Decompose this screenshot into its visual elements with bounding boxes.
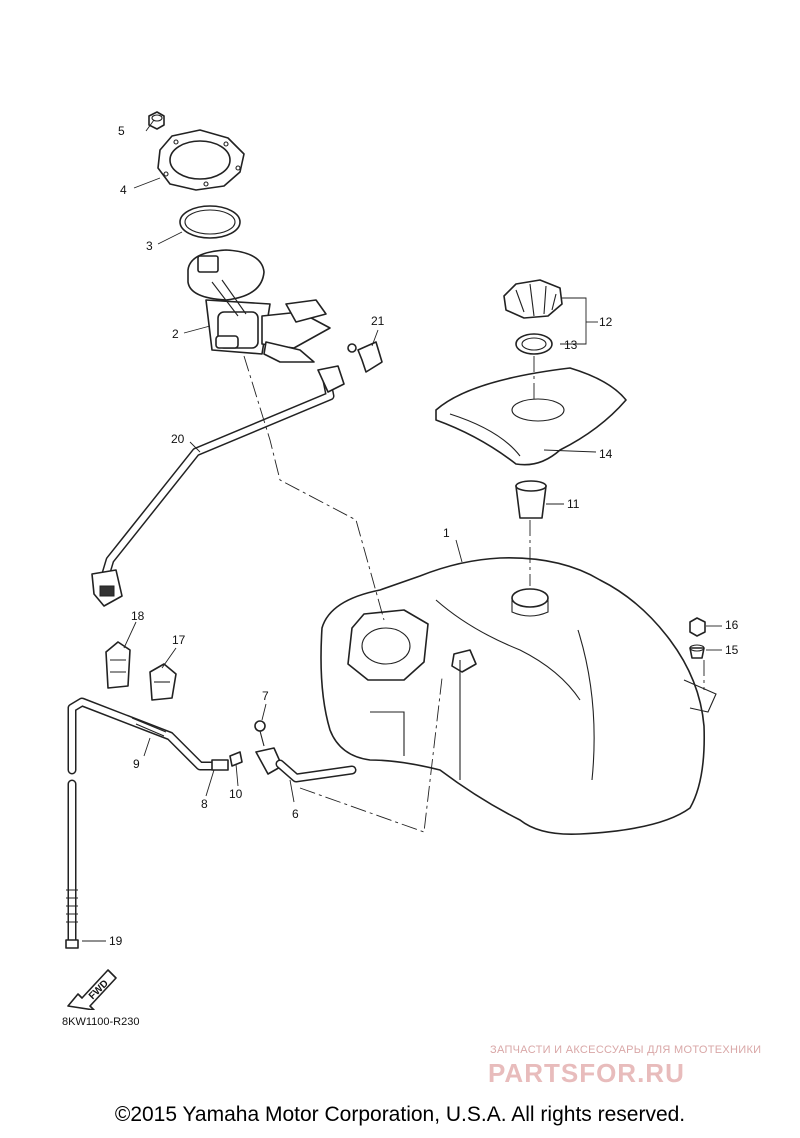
part-8-hose-joint bbox=[211, 759, 229, 771]
callout-2: 2 bbox=[172, 327, 179, 341]
part-10-clip bbox=[229, 751, 243, 767]
part-16-nut bbox=[689, 617, 706, 637]
part-3-gasket bbox=[179, 205, 241, 239]
callout-7: 7 bbox=[262, 689, 269, 703]
callout-9: 9 bbox=[133, 757, 140, 771]
leader-lines bbox=[82, 119, 722, 942]
part-2-fuel-pump bbox=[187, 249, 331, 363]
callout-12: 12 bbox=[599, 315, 613, 329]
callout-10: 10 bbox=[229, 787, 243, 801]
part-9-breather-hose bbox=[67, 697, 227, 775]
part-12-fuel-cap bbox=[503, 279, 563, 319]
part-11-filler-neck bbox=[515, 480, 547, 519]
callout-11: 11 bbox=[567, 497, 580, 511]
callout-17: 17 bbox=[172, 633, 186, 647]
assembly-lines bbox=[243, 355, 705, 833]
callout-1: 1 bbox=[443, 526, 450, 540]
callout-3: 3 bbox=[146, 239, 153, 253]
callout-21: 21 bbox=[371, 314, 385, 328]
part-20-fuel-hose bbox=[91, 365, 345, 607]
callout-20: 20 bbox=[171, 432, 185, 446]
part-14-tank-cover bbox=[435, 367, 627, 466]
part-4-retaining-plate bbox=[157, 129, 245, 191]
part-13-cap-gasket bbox=[515, 333, 553, 355]
part-21-clip bbox=[347, 341, 383, 373]
part-17-clamp bbox=[149, 663, 177, 701]
callout-13: 13 bbox=[564, 338, 578, 352]
callout-19: 19 bbox=[109, 934, 123, 948]
callout-8: 8 bbox=[201, 797, 208, 811]
callout-14: 14 bbox=[599, 447, 613, 461]
part-1-fuel-tank bbox=[320, 557, 717, 836]
watermark-tagline: ЗАПЧАСТИ И АКСЕССУАРЫ ДЛЯ МОТОТЕХНИКИ bbox=[490, 1044, 762, 1056]
part-6-fuel-cock bbox=[255, 747, 357, 783]
part-7-bolt bbox=[254, 720, 266, 747]
drawing-code: 8KW1100-R230 bbox=[62, 1016, 140, 1028]
fwd-arrow-icon: FWD bbox=[67, 969, 117, 1010]
callout-16: 16 bbox=[725, 618, 739, 632]
part-19-drain-hose bbox=[65, 779, 79, 949]
callout-15: 15 bbox=[725, 643, 739, 657]
callout-6: 6 bbox=[292, 807, 299, 821]
part-18-clamp bbox=[105, 641, 131, 689]
callout-18: 18 bbox=[131, 609, 145, 623]
callout-4: 4 bbox=[120, 183, 127, 197]
part-15-damper bbox=[689, 644, 705, 659]
watermark-logo: PARTSFOR.RU bbox=[488, 1058, 685, 1088]
copyright-notice: ©2015 Yamaha Motor Corporation, U.S.A. A… bbox=[114, 1103, 686, 1126]
part-5-nut bbox=[148, 111, 165, 130]
callout-5: 5 bbox=[118, 124, 125, 138]
